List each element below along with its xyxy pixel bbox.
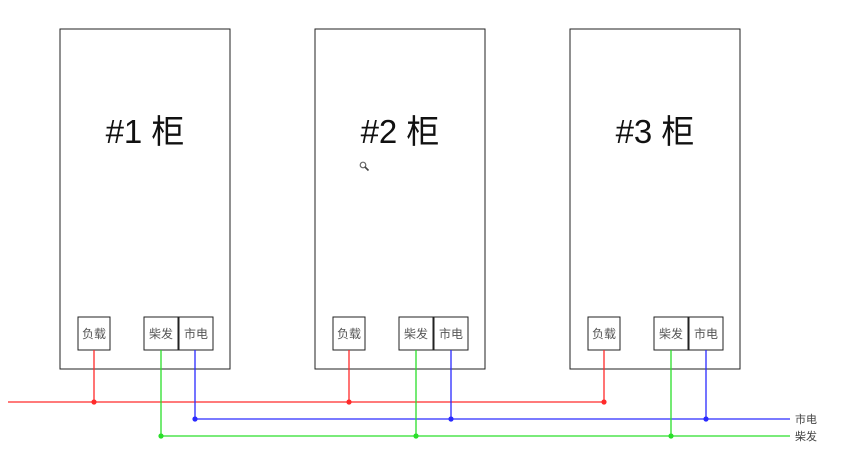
- cabinet-1: #1 柜 负载 柴发 市电: [59, 28, 231, 439]
- cabinet-1-diesel-port-label: 柴发: [149, 326, 173, 341]
- cabinet-2-mains-junction: [448, 416, 454, 422]
- mains-bus-label: 市电: [795, 412, 817, 426]
- cabinet-2-load-port-label: 负载: [337, 327, 361, 341]
- cabinet-1-mains-junction: [192, 416, 198, 422]
- cabinet-2-mains-port: [433, 316, 469, 351]
- diesel-bus-label: 柴发: [795, 429, 817, 443]
- cabinet-1-load-port: [77, 316, 111, 351]
- cabinet-3-diesel-port: [653, 316, 689, 351]
- cabinet-1-mains-port: [178, 316, 214, 351]
- cabinet-2-mains-port-label: 市电: [439, 326, 463, 341]
- cabinet-1-load-junction: [91, 399, 97, 405]
- cabinet-3-diesel-port-label: 柴发: [659, 326, 683, 341]
- cabinet-1-diesel-junction: [158, 433, 164, 439]
- cabinet-2-load-junction: [346, 399, 352, 405]
- cabinet-2-load-port: [332, 316, 366, 351]
- cabinet-2-diesel-port-label: 柴发: [404, 326, 428, 341]
- cabinet-1-title: #1 柜: [106, 113, 185, 150]
- cabinet-3-frame: [569, 28, 741, 370]
- cabinet-3: #3 柜 负载 柴发 市电: [569, 28, 741, 439]
- cabinet-3-load-port: [587, 316, 621, 351]
- cabinet-1-diesel-port: [143, 316, 179, 351]
- cabinet-3-mains-port-label: 市电: [694, 326, 718, 341]
- cabinet-3-title: #3 柜: [616, 113, 695, 150]
- cabinet-3-load-port-label: 负载: [592, 327, 616, 341]
- cabinet-1-mains-port-label: 市电: [184, 326, 208, 341]
- cabinet-2-title: #2 柜: [361, 113, 440, 150]
- cabinet-3-load-junction: [601, 399, 607, 405]
- magnifier-cursor-icon: [359, 161, 370, 172]
- cabinet-3-diesel-junction: [668, 433, 674, 439]
- cabinet-1-frame: [59, 28, 231, 370]
- cabinet-2-diesel-port: [398, 316, 434, 351]
- cabinet-3-mains-junction: [703, 416, 709, 422]
- cabinet-1-load-port-label: 负载: [82, 327, 106, 341]
- cabinet-2: #2 柜 负载 柴发 市电: [314, 28, 486, 439]
- cabinet-2-frame: [314, 28, 486, 370]
- cabinet-2-diesel-junction: [413, 433, 419, 439]
